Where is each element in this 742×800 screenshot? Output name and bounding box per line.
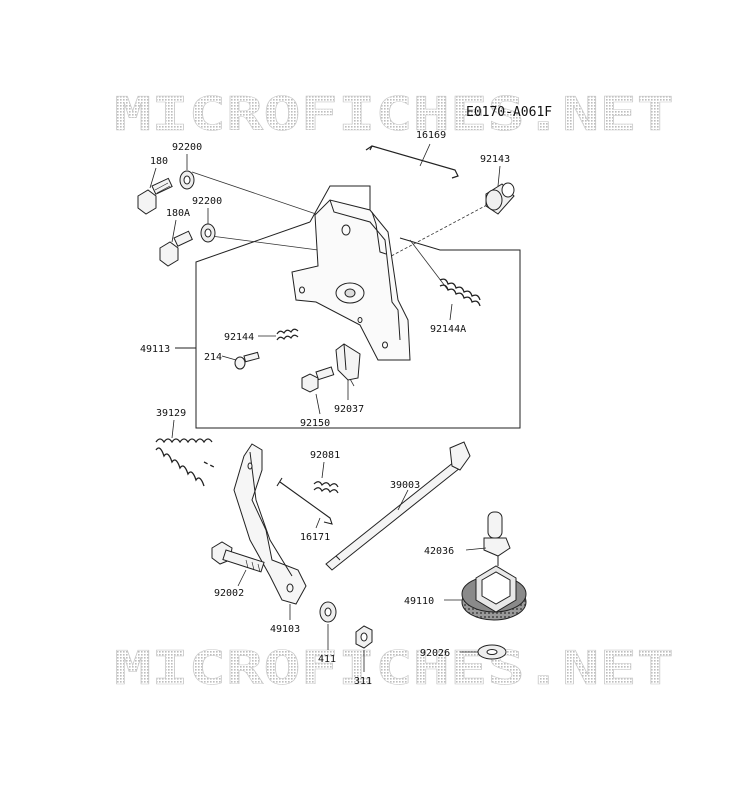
label-92037: 92037 xyxy=(334,404,364,415)
label-92144: 92144 xyxy=(224,332,254,343)
label-92200-a: 92200 xyxy=(172,142,202,153)
screw-214 xyxy=(234,351,260,370)
label-leaders xyxy=(149,143,501,672)
label-311: 311 xyxy=(354,676,372,687)
label-92002: 92002 xyxy=(214,588,244,599)
label-180A: 180A xyxy=(166,208,190,219)
assembly-outline xyxy=(175,185,521,429)
gear-49110 xyxy=(461,565,527,621)
label-39129: 39129 xyxy=(156,408,186,419)
label-39003: 39003 xyxy=(390,480,420,491)
washer-92026 xyxy=(477,644,507,660)
bolt-92150 xyxy=(301,366,335,393)
clip-92037 xyxy=(335,343,361,381)
diagram-code: E0170-A061F xyxy=(466,105,552,120)
label-49113: 49113 xyxy=(140,344,170,355)
bolt-92002 xyxy=(211,541,265,573)
bolt-180 xyxy=(137,177,173,215)
watermark-bottom: MICROFICHES.NET xyxy=(114,641,674,695)
label-92200-b: 92200 xyxy=(192,196,222,207)
washer-92200-a xyxy=(179,170,195,190)
label-92081: 92081 xyxy=(310,450,340,461)
governor-lever-49103 xyxy=(233,443,307,605)
spring-39129 xyxy=(155,438,217,487)
part-labels: 16169 92200 180 92143 92200 180A 92144A … xyxy=(140,130,510,687)
collar-92143 xyxy=(485,182,515,215)
washer-92200-b xyxy=(200,223,216,243)
pin-42036 xyxy=(483,511,511,566)
label-16169: 16169 xyxy=(416,130,446,141)
governor-plate xyxy=(291,199,411,361)
label-49103: 49103 xyxy=(270,624,300,635)
spring-92144 xyxy=(276,328,299,341)
label-214: 214 xyxy=(204,352,222,363)
label-42036: 42036 xyxy=(424,546,454,557)
spring-92081 xyxy=(313,481,339,494)
label-411: 411 xyxy=(318,654,336,665)
label-92144A: 92144A xyxy=(430,324,466,335)
spring-16171 xyxy=(276,477,333,525)
watermark-top: MICROFICHES.NET xyxy=(114,87,674,141)
washer-411 xyxy=(319,601,337,623)
label-180: 180 xyxy=(150,156,168,167)
label-16171: 16171 xyxy=(300,532,330,543)
bolt-180A xyxy=(159,230,193,267)
nut-311 xyxy=(355,625,373,649)
label-49110: 49110 xyxy=(404,596,434,607)
label-92150: 92150 xyxy=(300,418,330,429)
label-92143: 92143 xyxy=(480,154,510,165)
spring-92144A xyxy=(439,278,481,307)
spring-16169 xyxy=(365,145,459,179)
label-92026: 92026 xyxy=(420,648,450,659)
shaft-39003 xyxy=(325,441,471,571)
